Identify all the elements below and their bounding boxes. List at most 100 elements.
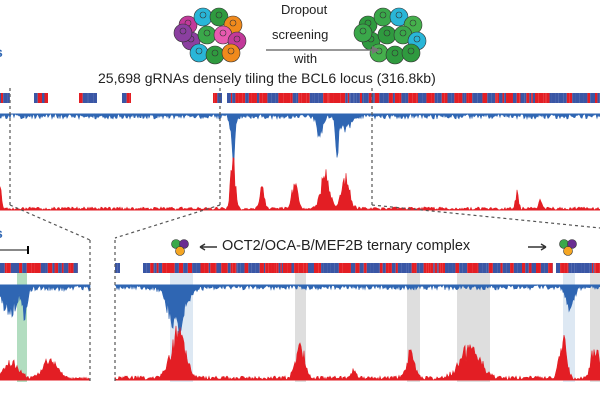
arrow-head-icon bbox=[372, 46, 380, 54]
grna-track-segment bbox=[361, 93, 364, 103]
enrichment-track-overview bbox=[0, 157, 600, 211]
grna-track-segment bbox=[217, 93, 222, 103]
grna-track-segment bbox=[551, 93, 556, 103]
grna-track-segment-zoom bbox=[581, 263, 585, 273]
grna-track-segment bbox=[506, 93, 509, 103]
grna-track-segment bbox=[512, 93, 517, 103]
grna-track-segment bbox=[508, 93, 513, 103]
grna-track-segment bbox=[401, 93, 406, 103]
grna-track-segment-zoom bbox=[196, 263, 201, 273]
grna-track-segment bbox=[248, 93, 252, 103]
grna-track-segment-zoom bbox=[248, 263, 252, 273]
grna-track-segment bbox=[379, 93, 384, 103]
grna-track-segment bbox=[242, 93, 246, 103]
grna-track-segment bbox=[491, 93, 496, 103]
grna-track-segment-zoom bbox=[271, 263, 275, 273]
grna-track-segment bbox=[558, 93, 564, 103]
grna-track-segment bbox=[371, 93, 374, 103]
grna-track-segment-zoom bbox=[311, 263, 314, 273]
grna-track-segment bbox=[388, 93, 393, 103]
grna-track-segment-zoom bbox=[517, 263, 523, 273]
grna-track-segment bbox=[365, 93, 369, 103]
grna-track-segment bbox=[340, 93, 346, 103]
grna-track-segment bbox=[462, 93, 465, 103]
grna-track-segment bbox=[230, 93, 233, 103]
grna-track-segment bbox=[286, 93, 291, 103]
grna-track-segment bbox=[566, 93, 570, 103]
grna-track-segment-zoom bbox=[268, 263, 272, 273]
cell-nucleus-icon bbox=[215, 11, 223, 19]
protein-icon bbox=[175, 246, 185, 256]
grna-track-segment bbox=[431, 93, 435, 103]
grna-track-segment-zoom bbox=[556, 263, 561, 273]
grna-track-segment-zoom bbox=[584, 263, 590, 273]
cropped-panel-label-bottom: s bbox=[0, 225, 3, 241]
grna-track-segment-zoom bbox=[391, 263, 396, 273]
grna-track-segment-zoom bbox=[281, 263, 283, 273]
grna-track-segment-zoom bbox=[467, 263, 473, 273]
grna-track-segment-zoom bbox=[227, 263, 231, 273]
grna-track-segment bbox=[333, 93, 338, 103]
grna-track-segment bbox=[44, 93, 48, 103]
enrichment-track-zoom-left bbox=[0, 358, 91, 381]
grna-track-segment bbox=[477, 93, 483, 103]
grna-track-segment-zoom bbox=[567, 263, 569, 273]
grna-track-segment-zoom bbox=[408, 263, 412, 273]
grna-track-segment-zoom bbox=[166, 263, 171, 273]
grna-track-segment bbox=[129, 93, 131, 103]
grna-track-segment-zoom bbox=[535, 263, 541, 273]
grna-track-segment-zoom bbox=[510, 263, 514, 273]
grna-track-segment-zoom bbox=[232, 263, 236, 273]
grna-track-segment-zoom bbox=[73, 263, 78, 273]
grna-track-segment-zoom bbox=[350, 263, 356, 273]
grna-track-segment bbox=[312, 93, 315, 103]
grna-track-segment bbox=[555, 93, 559, 103]
grna-track-segment bbox=[79, 93, 83, 103]
cell-nucleus-icon bbox=[219, 29, 227, 37]
grna-track-segment-zoom bbox=[115, 263, 118, 273]
grna-track-segment bbox=[368, 93, 372, 103]
grna-track-segment-zoom bbox=[255, 263, 260, 273]
grna-track-segment-zoom bbox=[472, 263, 478, 273]
grna-track-segment-zoom bbox=[346, 263, 351, 273]
grna-track-segment bbox=[405, 93, 409, 103]
grna-track-segment-zoom bbox=[282, 263, 288, 273]
grna-track-segment bbox=[466, 93, 469, 103]
cell-icon bbox=[209, 7, 229, 27]
grna-track-segment-zoom bbox=[433, 263, 435, 273]
grna-track-segment bbox=[399, 93, 402, 103]
grna-track-segment bbox=[259, 93, 263, 103]
cell-pool-before-icon bbox=[173, 7, 247, 65]
grna-track-segment-zoom bbox=[406, 263, 409, 273]
grna-track-segment bbox=[88, 93, 94, 103]
left-arrow-icon bbox=[199, 243, 217, 251]
grna-track-segment-zoom bbox=[428, 263, 431, 273]
grna-track-segment-zoom bbox=[156, 263, 159, 273]
grna-track-segment-zoom bbox=[240, 263, 245, 273]
grna-track-segment-zoom bbox=[419, 263, 424, 273]
grna-track-segment bbox=[301, 93, 307, 103]
cell-nucleus-icon bbox=[383, 29, 391, 37]
grna-track-segment-zoom bbox=[370, 263, 374, 273]
cell-icon bbox=[189, 43, 209, 63]
highlight-band bbox=[590, 272, 600, 382]
grna-track-segment bbox=[227, 93, 231, 103]
grna-track-segment bbox=[292, 93, 297, 103]
grna-track-segment bbox=[373, 93, 375, 103]
grna-track-segment bbox=[314, 93, 319, 103]
grna-track-segment bbox=[290, 93, 293, 103]
grna-track-segment bbox=[214, 93, 218, 103]
cell-icon bbox=[401, 43, 421, 63]
grna-track-segment-zoom bbox=[571, 263, 575, 273]
grna-track-segment bbox=[583, 93, 588, 103]
grna-track-segment bbox=[238, 93, 243, 103]
grna-track-segment-zoom bbox=[174, 263, 179, 273]
grna-track-segment-zoom bbox=[445, 263, 449, 273]
grna-track-segment bbox=[532, 93, 535, 103]
grna-track-segment-zoom bbox=[438, 263, 441, 273]
grna-track-segment-zoom bbox=[595, 263, 600, 273]
grna-track-segment bbox=[254, 93, 257, 103]
grna-track-segment-zoom bbox=[40, 263, 46, 273]
grna-track-segment-zoom bbox=[280, 263, 282, 273]
grna-track-segment-zoom bbox=[265, 263, 269, 273]
